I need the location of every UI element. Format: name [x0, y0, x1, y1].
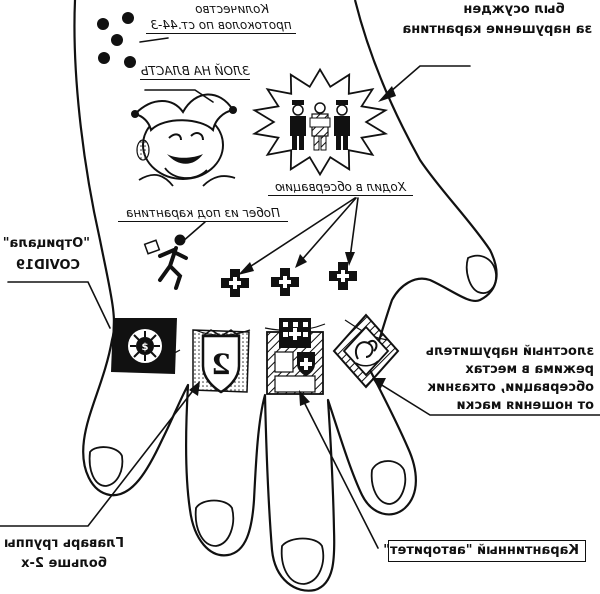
- arrow-observation-1: [238, 262, 254, 275]
- line-evil: [144, 89, 214, 103]
- label-violator-line3: обсервации, отказник: [427, 380, 594, 395]
- policeman-right-icon: [334, 100, 350, 150]
- diamond-ring-icon: [332, 313, 400, 389]
- line-observation-3: [349, 197, 359, 259]
- line-leader: [0, 387, 196, 527]
- label-denier-line2: COVID19: [15, 258, 81, 273]
- line-observation-2: [299, 197, 357, 263]
- line-authority: [301, 397, 379, 549]
- label-protocols-line2: протоколов по ст.44-3: [146, 18, 296, 34]
- arrow-violator: [372, 378, 386, 390]
- ring-digit: 2: [211, 348, 230, 381]
- line-conviction: [389, 65, 471, 93]
- arrow-heads: [189, 86, 396, 406]
- line-violator: [379, 383, 600, 416]
- label-protocols-line1: Количество: [195, 2, 269, 16]
- label-denier-line1: "Отрицала": [2, 236, 90, 251]
- policeman-left-icon: [290, 100, 306, 150]
- line-escape: [181, 221, 206, 243]
- arrow-conviction: [378, 86, 396, 102]
- ring-finger-nail: [194, 499, 235, 547]
- label-conviction-line2: за нарушение карантина: [402, 22, 593, 37]
- label-conviction-line1: был осужден: [463, 2, 565, 17]
- jester-icon: [131, 93, 237, 187]
- label-evil-to-power: ЗЛОЙ НА ВЛАСТЬ: [140, 64, 250, 80]
- annotation-lines: [0, 37, 600, 549]
- five-dot-icon: [97, 12, 136, 68]
- arrow-leader: [189, 381, 200, 396]
- pinky-nail: [88, 446, 124, 487]
- line-observation-1: [244, 197, 356, 271]
- label-violator-line2: режима в местах: [465, 362, 594, 377]
- arrow-observation-2: [295, 254, 307, 268]
- label-escape: Побег из под карантина: [118, 206, 288, 222]
- shield-ring-icon: 2: [192, 329, 250, 394]
- line-denier: [7, 281, 111, 329]
- police-star-icon: [251, 67, 389, 177]
- label-violator-line1: злостный нарушитель: [425, 344, 594, 359]
- label-violator-line4: от ношения маски: [456, 398, 594, 413]
- prisoner-icon: [309, 102, 331, 151]
- hospital-ring-icon: [266, 318, 324, 395]
- label-walked-on-observation: Ходил в обсервацию: [268, 180, 413, 196]
- virus-ring-icon: $: [111, 318, 177, 374]
- medical-cross-icon: [221, 262, 357, 297]
- index-finger-nail: [370, 460, 407, 505]
- arrow-observation-3: [345, 252, 355, 266]
- arrow-authority: [299, 390, 310, 406]
- line-protocols: [139, 37, 169, 43]
- label-leader-line2: больше 2-х: [21, 556, 107, 571]
- label-quarantine-authority: Карантинный "авторитет": [383, 540, 586, 562]
- middle-finger-nail: [280, 537, 325, 585]
- svg-text:$: $: [142, 342, 149, 353]
- running-man-icon: [143, 234, 188, 290]
- thumb-nail: [465, 254, 497, 294]
- label-leader-line1: Главарь группы: [4, 536, 124, 551]
